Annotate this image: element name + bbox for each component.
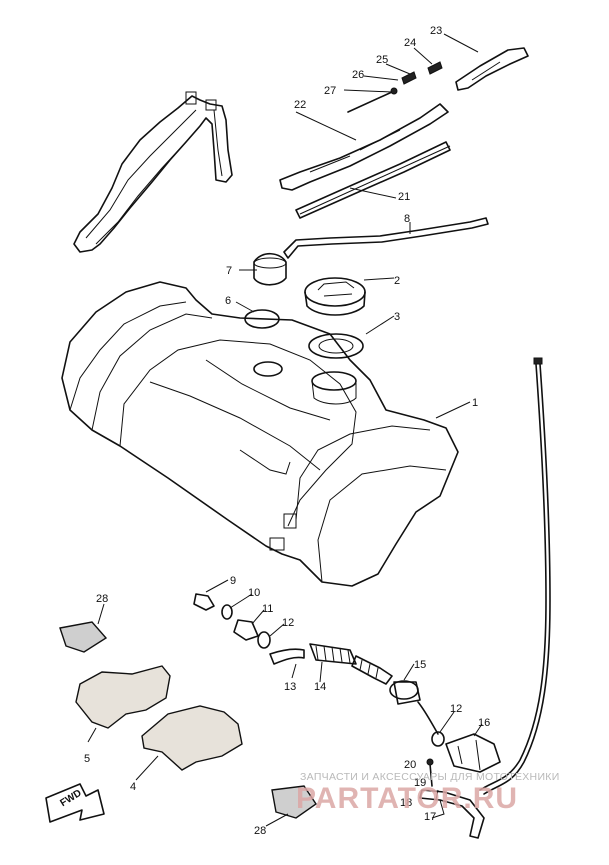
watermark-caption: ЗАПЧАСТИ И АКСЕССУАРЫ ДЛЯ МОТОТЕХНИКИ xyxy=(300,771,560,783)
fuel-strainer xyxy=(389,680,421,705)
pad-holder-clip-left xyxy=(59,621,108,653)
callout-14: 14 xyxy=(314,681,326,693)
breather-hose xyxy=(283,217,489,259)
callout-23: 23 xyxy=(430,25,442,37)
filler-cap-gasket xyxy=(308,333,364,359)
fuel-tank xyxy=(61,281,459,587)
watermark-logo: PARTATOR.RU xyxy=(296,782,519,815)
callout-labels: 1 2 3 4 5 6 7 8 9 10 11 12 12 13 14 15 1… xyxy=(84,25,490,837)
callout-19: 19 xyxy=(414,777,426,789)
callout-20: 20 xyxy=(404,759,416,771)
tank-damper-pad-front xyxy=(141,705,243,771)
callout-1: 1 xyxy=(472,397,478,409)
fuel-hose-corrugated xyxy=(309,643,393,685)
callout-16: 16 xyxy=(478,717,490,729)
strap-hook xyxy=(455,47,529,91)
fuel-joint-pipe xyxy=(233,619,259,641)
vent-cap xyxy=(253,252,287,286)
callout-11: 11 xyxy=(262,603,273,615)
callout-28-lower: 28 xyxy=(254,825,266,837)
callout-26: 26 xyxy=(352,69,364,81)
callout-4: 4 xyxy=(130,781,136,793)
callout-15: 15 xyxy=(414,659,426,671)
callout-10: 10 xyxy=(248,587,260,599)
forward-direction-arrow-icon xyxy=(45,783,105,823)
callout-25: 25 xyxy=(376,54,388,66)
drain-tube xyxy=(479,357,551,795)
callout-5: 5 xyxy=(84,753,90,765)
pad-holder-clip-right xyxy=(271,785,317,819)
tank-damper-pad-rear xyxy=(75,665,171,729)
callout-7: 7 xyxy=(226,265,232,277)
callout-8: 8 xyxy=(404,213,410,225)
callout-3: 3 xyxy=(394,311,400,323)
callout-27: 27 xyxy=(324,85,336,97)
callout-28-upper: 28 xyxy=(96,593,108,605)
callout-9: 9 xyxy=(230,575,236,587)
callout-17: 17 xyxy=(424,811,436,823)
fuel-filter xyxy=(445,733,501,773)
tank-bracket-frame xyxy=(73,91,233,253)
fuel-hose-clip xyxy=(221,604,233,620)
callout-2: 2 xyxy=(394,275,400,287)
fuel-hose xyxy=(269,648,305,665)
callout-leader-lines xyxy=(87,33,483,827)
fuel-tap-assembly xyxy=(419,758,485,839)
hose-clamp-b xyxy=(417,701,445,747)
strap-rubber-pad xyxy=(295,141,451,219)
callout-24: 24 xyxy=(404,37,416,49)
fuel-filler-cap xyxy=(304,277,366,316)
tank-strap xyxy=(279,103,449,191)
callout-22: 22 xyxy=(294,99,306,111)
callout-12-lower: 12 xyxy=(450,703,462,715)
callout-12-upper: 12 xyxy=(282,617,294,629)
callout-21: 21 xyxy=(398,191,410,203)
callout-13: 13 xyxy=(284,681,296,693)
hose-clamp-a xyxy=(257,631,271,649)
fuel-joint-fitting xyxy=(193,593,215,611)
callout-6: 6 xyxy=(225,295,231,307)
strap-bolt-parts xyxy=(347,61,443,113)
callout-18: 18 xyxy=(400,797,412,809)
